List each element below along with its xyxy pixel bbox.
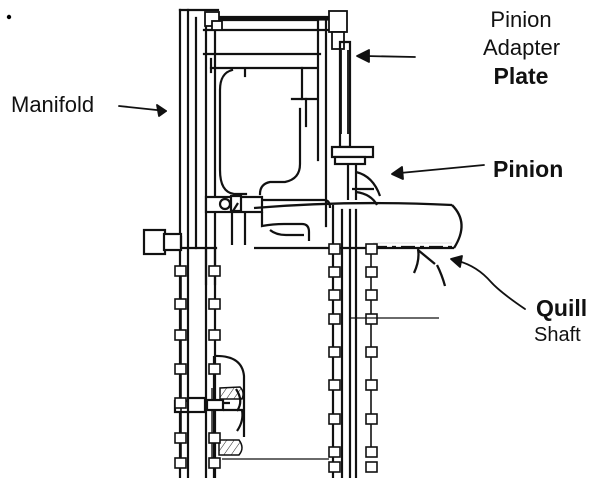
quill-shaft-leader [457,260,526,310]
bottom-reference-lines [222,317,439,460]
pinion-adapter-plate-leader [364,55,416,58]
quill-shaft [253,201,463,287]
right-column-bolts [328,243,378,473]
hatched-section-detail [218,386,244,456]
left-column-bolts [174,265,221,469]
pinion-leader [399,164,485,174]
pinion-adapter-plate [330,40,382,206]
leader-lines [118,49,526,310]
stray-mark [6,14,12,20]
bearing-block [204,194,332,245]
left-side-fitting [142,228,183,256]
top-housing [202,15,334,228]
